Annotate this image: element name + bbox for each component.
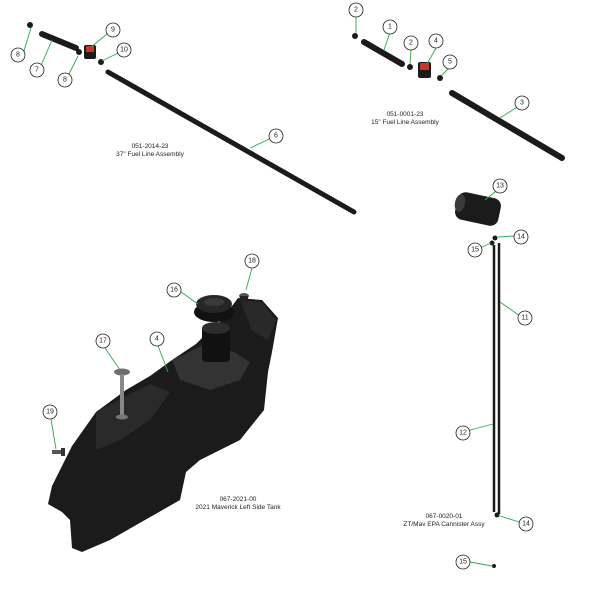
callout-19: 19 (42, 404, 58, 420)
callout-15: 15 (455, 554, 471, 570)
callout-8: 8 (10, 47, 26, 63)
callout-2: 2 (348, 2, 364, 18)
svg-text:7: 7 (35, 67, 39, 74)
callout-6: 6 (268, 128, 284, 144)
long-hose (105, 69, 357, 215)
filler-neck (202, 326, 230, 362)
svg-text:18: 18 (248, 258, 256, 265)
assembly-number: 067-0020-01 (426, 513, 463, 520)
hose-clamp (407, 64, 413, 70)
callout-13: 13 (492, 178, 508, 194)
assembly-number: 067-2021-00 (220, 496, 257, 503)
svg-text:5: 5 (448, 59, 452, 66)
assembly-name: 2021 Maverick Left Side Tank (195, 504, 281, 511)
hose-clamp (352, 33, 358, 39)
svg-text:6: 6 (274, 133, 278, 140)
valve-handle (86, 46, 94, 52)
tank-face (172, 344, 250, 390)
fuel-line-assembly-15: 2 1 2 4 5 3 051-0001-23 15" Fuel Line As… (348, 2, 565, 161)
callout-14: 14 (518, 516, 534, 532)
svg-text:8: 8 (63, 77, 67, 84)
svg-text:4: 4 (434, 38, 438, 45)
svg-text:19: 19 (46, 409, 54, 416)
callout-14: 14 (513, 229, 529, 245)
tank-face (240, 300, 276, 340)
svg-text:2: 2 (409, 40, 413, 47)
hose-clamp (489, 240, 495, 246)
svg-text:15: 15 (471, 247, 479, 254)
evap-canister (454, 192, 501, 226)
hose-clamp (492, 235, 498, 241)
callout-10: 10 (116, 42, 132, 58)
callout-18: 18 (244, 253, 260, 269)
svg-text:2: 2 (354, 7, 358, 14)
svg-text:14: 14 (517, 234, 525, 241)
callout-1: 1 (382, 19, 398, 35)
assembly-name: ZT/Mav EPA Cannister Assy (403, 521, 485, 528)
callout-4: 4 (428, 33, 444, 49)
svg-text:10: 10 (120, 47, 128, 54)
fuel-tank-assembly: 16 18 17 4 19 067-2021-00 2021 Maverick … (42, 253, 281, 552)
filler-neck-top (202, 322, 230, 334)
hose-clamp (437, 75, 443, 81)
callout-16: 16 (166, 282, 182, 298)
hose-clamp (494, 512, 500, 518)
hose-clamp (492, 564, 496, 568)
svg-text:14: 14 (522, 521, 530, 528)
fuel-line-assembly-37: 8 7 8 9 10 6 051-2014-23 37" Fuel Line A… (10, 22, 357, 215)
assembly-number: 051-0001-23 (387, 111, 424, 118)
svg-text:16: 16 (170, 287, 178, 294)
hose-clamp (98, 59, 104, 65)
assembly-name: 15" Fuel Line Assembly (371, 119, 439, 126)
svg-text:12: 12 (459, 430, 467, 437)
hose-clamp (76, 49, 82, 55)
svg-text:11: 11 (521, 315, 528, 322)
callout-9: 9 (105, 22, 121, 38)
tank-face (96, 384, 170, 450)
svg-text:9: 9 (111, 27, 115, 34)
short-hose (361, 39, 405, 67)
svg-text:8: 8 (16, 52, 20, 59)
svg-text:15: 15 (459, 559, 467, 566)
callout-5: 5 (442, 54, 458, 70)
epa-canister-assembly: 13 14 15 11 12 14 15 067-0020-01 ZT/Mav … (403, 178, 534, 570)
svg-text:13: 13 (496, 183, 504, 190)
callout-17: 17 (95, 333, 111, 349)
callout-15: 15 (467, 242, 483, 258)
callout-11: 11 (517, 310, 533, 326)
long-hose (449, 90, 565, 161)
callout-12: 12 (455, 425, 471, 441)
callout-8: 8 (57, 72, 73, 88)
callout-7: 7 (29, 62, 45, 78)
mounting-bolt (52, 448, 65, 456)
vent-fitting (239, 293, 249, 302)
short-hose (39, 31, 79, 51)
callout-3: 3 (514, 95, 530, 111)
svg-text:4: 4 (155, 336, 159, 343)
assembly-name: 37" Fuel Line Assembly (116, 151, 184, 158)
svg-text:17: 17 (99, 338, 107, 345)
fuel-cap (194, 295, 234, 322)
callout-2: 2 (403, 35, 419, 51)
hose-clamp (27, 22, 33, 28)
fuel-sender (114, 368, 130, 420)
svg-text:3: 3 (520, 100, 524, 107)
svg-text:1: 1 (388, 24, 392, 31)
assembly-number: 051-2014-23 (132, 143, 169, 150)
valve-handle (420, 63, 429, 70)
callout-4: 4 (149, 331, 165, 347)
